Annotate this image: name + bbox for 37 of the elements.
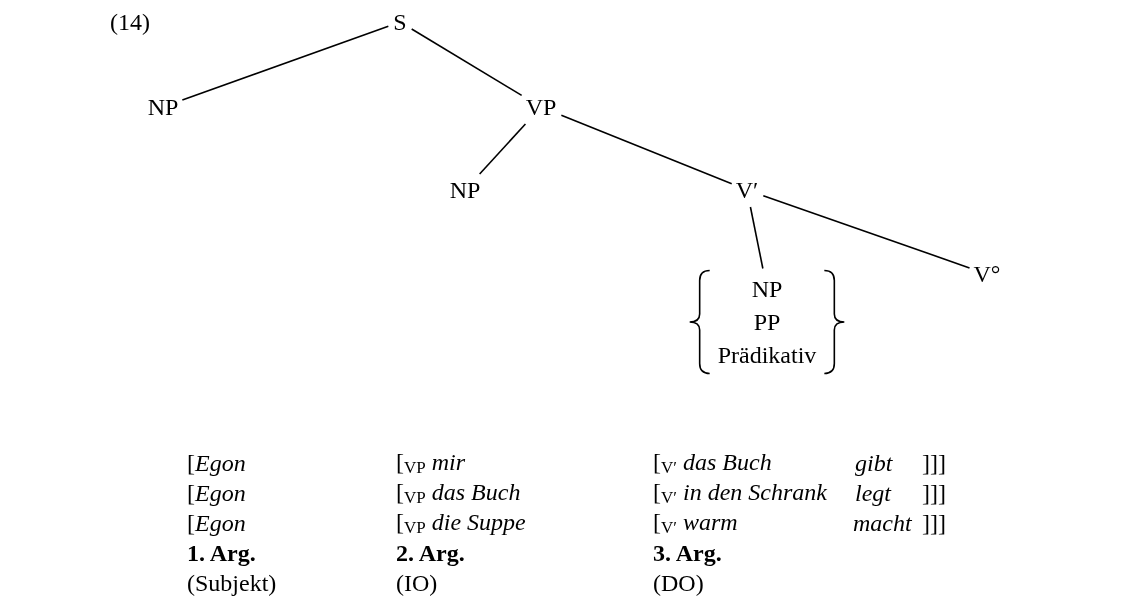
table-text: [$_{V′}$ warm xyxy=(653,510,738,536)
table-text: ]]] xyxy=(922,451,946,475)
table-text: [$_{V′}$ das Buch xyxy=(653,450,772,476)
category-label: NP xyxy=(449,178,481,202)
table-text: [Egon xyxy=(187,451,246,475)
argument-heading: 3. Arg. xyxy=(653,541,722,565)
table-text: ]]] xyxy=(922,481,946,505)
tree-branch xyxy=(181,25,390,101)
category-label: Prädikativ xyxy=(717,340,817,370)
table-text: (DO) xyxy=(653,571,704,595)
tree-branch xyxy=(762,194,971,269)
table-text: [$_{VP}$ mir xyxy=(396,450,466,476)
table-text: [Egon xyxy=(187,511,246,535)
table-text: [Egon xyxy=(187,481,246,505)
category-label: PP xyxy=(752,307,782,337)
table-text: (Subjekt) xyxy=(187,571,277,595)
tree-branch xyxy=(410,28,523,97)
category-label: S xyxy=(393,10,407,34)
tree-branch xyxy=(749,206,764,270)
table-text: [$_{VP}$ die Suppe xyxy=(396,510,526,536)
table-text: gibt xyxy=(855,451,893,475)
category-label: NP xyxy=(750,274,784,304)
tree-branch xyxy=(478,123,527,175)
category-label: V′ xyxy=(735,178,759,202)
table-text: (IO) xyxy=(396,571,438,595)
example-number: (14) xyxy=(110,10,150,34)
category-label: V° xyxy=(973,262,1001,286)
table-text: [$_{V′}$ in den Schrank xyxy=(653,480,827,506)
category-label: VP xyxy=(525,95,557,119)
argument-heading: 2. Arg. xyxy=(396,541,465,565)
table-text: ]]] xyxy=(922,511,946,535)
table-text: legt xyxy=(855,481,891,505)
argument-heading: 1. Arg. xyxy=(187,541,256,565)
category-label: NP xyxy=(147,95,179,119)
tree-branch xyxy=(560,114,733,185)
table-text: macht xyxy=(853,511,912,535)
table-text: [$_{VP}$ das Buch xyxy=(396,480,521,506)
